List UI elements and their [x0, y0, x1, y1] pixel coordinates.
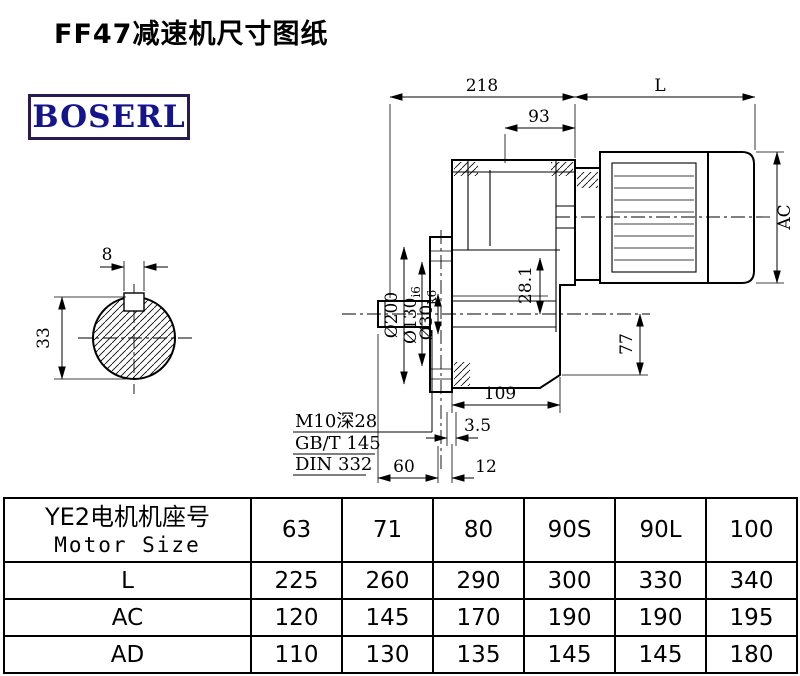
dim-flange-od: Ø200: [382, 246, 408, 385]
brand-logo: BOSERL: [28, 94, 190, 140]
note-standard-gb: GB/T 145: [295, 433, 381, 454]
row-L-val-1: 260: [341, 561, 434, 600]
dim-AC: AC: [756, 151, 795, 284]
row-AD-val-4: 145: [614, 635, 707, 674]
dim-L: L: [574, 76, 756, 150]
drawing-notes: M10深28 GB/T 145 DIN 332: [293, 330, 433, 476]
size-col-80: 80: [432, 497, 525, 563]
dim-key-width-label: 8: [102, 245, 113, 265]
row-L-label: L: [3, 561, 252, 600]
row-AC-val-5: 195: [705, 598, 798, 637]
dim-3-5-label: 3.5: [464, 416, 491, 436]
row-AD-val-5: 180: [705, 635, 798, 674]
dimensions: 218 L 93 AC Ø200 Ø: [293, 76, 795, 483]
note-tapped-hole: M10深28: [295, 411, 377, 432]
motor-size-header-en: Motor Size: [54, 533, 201, 557]
row-AC-val-1: 145: [341, 598, 434, 637]
row-L-val-2: 290: [432, 561, 525, 600]
size-col-71: 71: [341, 497, 434, 563]
row-AC-val-3: 190: [523, 598, 616, 637]
row-AD-val-0: 110: [250, 635, 343, 674]
technical-drawing: 8 33: [34, 76, 795, 483]
dim-3-5: 3.5: [426, 412, 491, 446]
size-col-90L: 90L: [614, 497, 707, 563]
dim-L-label: L: [654, 76, 665, 96]
dim-28-1: 28.1: [516, 257, 544, 315]
note-standard-din: DIN 332: [295, 454, 372, 475]
center-lines: [342, 216, 772, 472]
row-AC-val-2: 170: [432, 598, 525, 637]
row-AD-val-2: 135: [432, 635, 525, 674]
size-col-100: 100: [705, 497, 798, 563]
dim-77: 77: [562, 313, 648, 376]
row-AD-val-3: 145: [523, 635, 616, 674]
page-title: FF47减速机尺寸图纸: [54, 19, 329, 50]
row-AC-val-0: 120: [250, 598, 343, 637]
row-AD-val-1: 130: [341, 635, 434, 674]
size-col-90S: 90S: [523, 497, 616, 563]
dim-60-label: 60: [393, 457, 415, 477]
dim-shaft-33: 33: [34, 296, 126, 380]
row-AC-label: AC: [3, 598, 252, 637]
table-row-AC: AC 120 145 170 190 190 195: [3, 598, 798, 637]
dim-key-width: 8: [100, 245, 168, 291]
dim-93: 93: [504, 107, 576, 163]
shaft-section-view: 8 33: [34, 245, 192, 394]
motor-size-header-cell: YE2电机机座号 Motor Size: [3, 497, 252, 563]
dim-spigot-od: Ø130i6: [401, 261, 426, 367]
dim-shaft-33-label: 33: [34, 327, 54, 349]
fan-cover: [707, 151, 755, 284]
motor-size-table: YE2电机机座号 Motor Size 63 71 80 90S 90L 100…: [3, 497, 798, 674]
dim-AC-label: AC: [775, 204, 795, 230]
keyway-slot: [123, 292, 145, 312]
motor-outline: [574, 151, 755, 284]
dim-77-label: 77: [617, 333, 637, 355]
dim-12: 12: [451, 444, 497, 483]
dim-flange-od-label: Ø200: [382, 292, 402, 338]
size-col-63: 63: [250, 497, 343, 563]
row-L-val-4: 330: [614, 561, 707, 600]
dim-218: 218: [389, 76, 576, 298]
motor-size-header-cn: YE2电机机座号: [44, 503, 211, 531]
dim-spigot-od-label: Ø130i6: [401, 286, 423, 344]
table-row-L: L 225 260 290 300 330 340: [3, 561, 798, 600]
row-L-val-0: 225: [250, 561, 343, 600]
dim-93-label: 93: [528, 107, 550, 127]
gearbox-housing: [451, 159, 604, 389]
row-L-val-3: 300: [523, 561, 616, 600]
dim-12-label: 12: [475, 457, 497, 477]
dim-109-label: 109: [484, 384, 516, 404]
dim-60: 60: [377, 334, 439, 483]
table-row-AD: AD 110 130 135 145 145 180: [3, 635, 798, 674]
row-AC-val-4: 190: [614, 598, 707, 637]
dim-218-label: 218: [466, 76, 498, 96]
dim-109: 109: [451, 377, 561, 413]
row-AD-label: AD: [3, 635, 252, 674]
row-L-val-5: 340: [705, 561, 798, 600]
table-header-row: YE2电机机座号 Motor Size 63 71 80 90S 90L 100: [3, 497, 798, 563]
dim-28-1-label: 28.1: [516, 266, 536, 304]
